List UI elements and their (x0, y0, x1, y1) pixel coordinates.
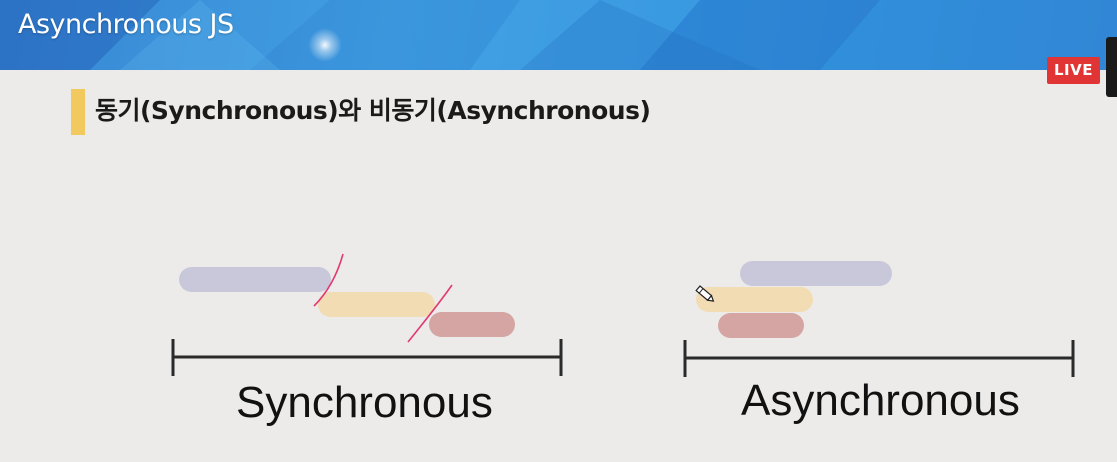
header-title: Asynchronous JS (18, 9, 234, 40)
sync-task-1 (179, 267, 331, 292)
section-accent-bar (71, 89, 85, 135)
sync-task-3 (429, 312, 515, 337)
section-title: 동기(Synchronous)와 비동기(Asynchronous) (95, 96, 651, 125)
header-banner: Asynchronous JS (0, 0, 1117, 70)
live-badge: LIVE (1047, 57, 1100, 84)
async-task-1 (740, 261, 892, 286)
async-task-2 (696, 287, 813, 312)
sync-annotation-stroke-1 (313, 253, 344, 307)
sync-diagram (171, 253, 563, 376)
sync-annotation-stroke-2 (407, 284, 453, 343)
sync-task-2 (318, 292, 435, 317)
light-flare (308, 28, 342, 62)
banner-background (0, 0, 1117, 70)
async-label: Asynchronous (741, 376, 1020, 425)
side-panel-handle[interactable] (1106, 37, 1117, 97)
async-diagram (683, 261, 1075, 377)
sync-label: Synchronous (236, 378, 493, 427)
async-task-3 (718, 313, 804, 338)
pencil-cursor-icon (695, 285, 715, 302)
